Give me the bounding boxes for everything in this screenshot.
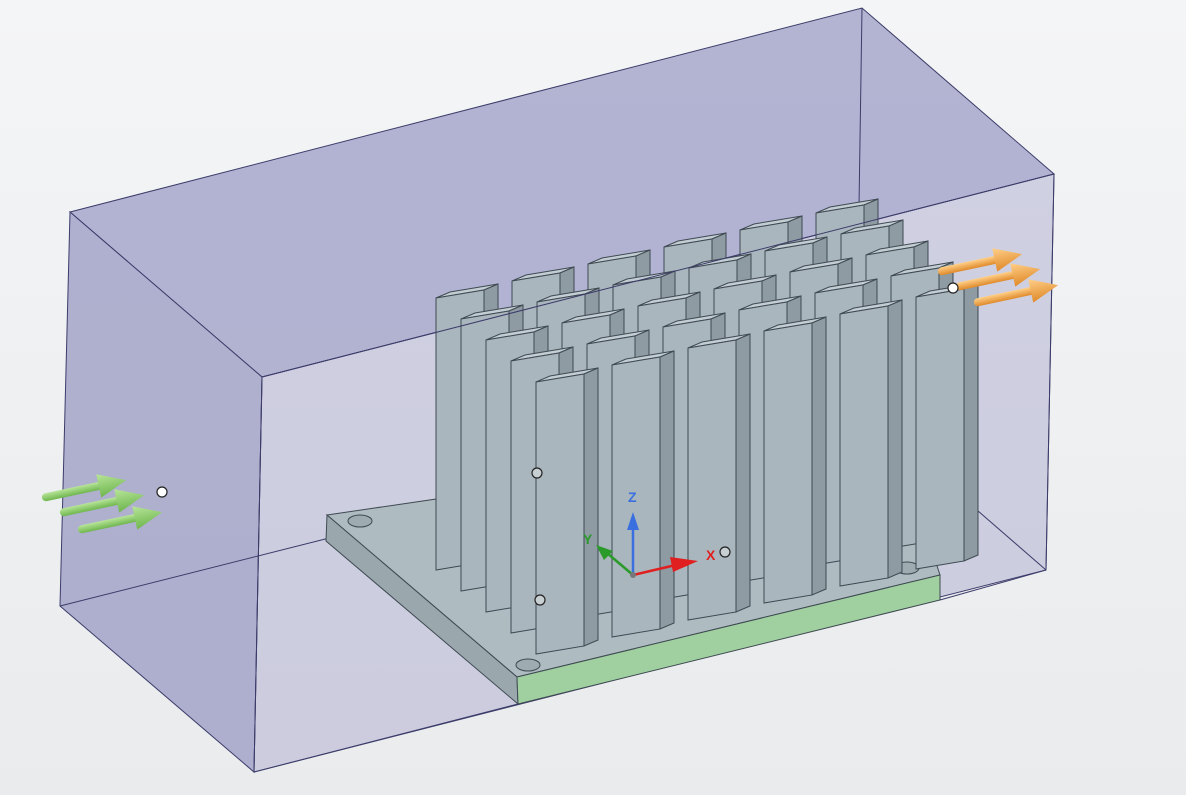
heat-sink-fin[interactable] [763, 316, 827, 604]
heat-sink-fin[interactable] [535, 367, 599, 655]
triad-x-label: X [706, 547, 716, 563]
inlet-flow-arrows-icon[interactable] [40, 468, 165, 541]
mounting-hole[interactable] [347, 514, 373, 528]
heat-sink-fin[interactable] [611, 350, 675, 638]
mounting-hole[interactable] [515, 658, 541, 672]
point-marker-icon[interactable] [156, 486, 168, 498]
fluid-domain-front-edges [253, 173, 1055, 773]
point-marker-icon[interactable] [719, 546, 731, 558]
heat-sink-fin[interactable] [687, 333, 751, 621]
point-marker-icon[interactable] [947, 282, 959, 294]
outlet-flow-arrows-icon[interactable] [936, 242, 1061, 314]
heat-sink-body[interactable] [325, 198, 979, 706]
triad-z-label: Z [628, 489, 637, 505]
point-marker-icon[interactable] [531, 467, 543, 479]
triad-y-label: Y [583, 531, 593, 547]
heat-sink-fin[interactable] [839, 299, 903, 587]
point-marker-icon[interactable] [534, 594, 546, 606]
coordinate-triad-icon[interactable]: X Y Z [583, 489, 716, 578]
fin-array[interactable] [435, 198, 979, 655]
heat-sink-fin[interactable] [915, 282, 979, 570]
